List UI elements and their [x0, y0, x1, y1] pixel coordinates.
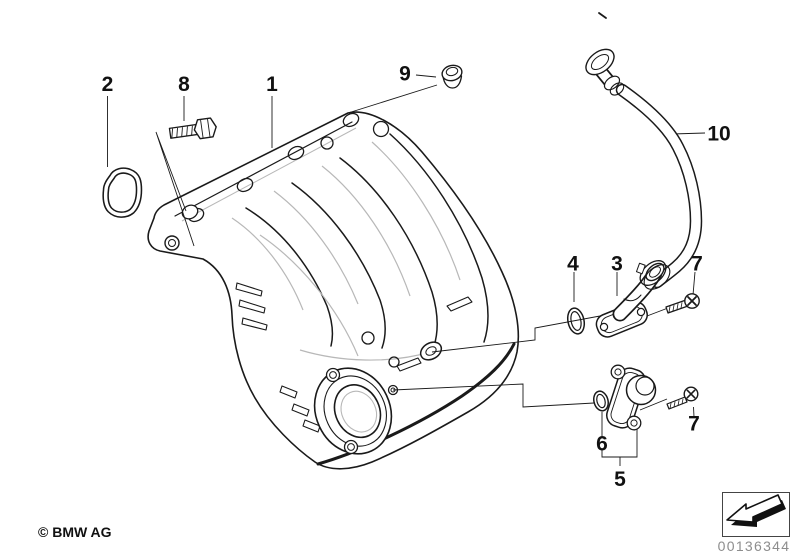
callout-hex-bolt[interactable]: 8: [178, 73, 190, 96]
hex-bolt-part: [168, 117, 217, 140]
callout-screw-lower[interactable]: 7: [688, 413, 700, 436]
callout-vent-hose[interactable]: 10: [707, 123, 730, 146]
callout-o-ring-upper[interactable]: 4: [567, 253, 579, 276]
callout-o-ring-lower[interactable]: 6: [596, 433, 608, 456]
mounting-bracket: [164, 204, 199, 251]
flange-band: [174, 121, 353, 217]
vent-valve-part: [606, 364, 657, 431]
hose-clamp: [635, 260, 671, 290]
screw-upper-part: [665, 293, 700, 314]
leader-lines: [107, 74, 706, 466]
connection-elbow-part: [595, 260, 671, 338]
manifold-outline: [147, 111, 520, 470]
vent-hose-part: [585, 48, 703, 289]
o-ring-upper-part: [566, 307, 586, 335]
callout-screw-upper[interactable]: 7: [691, 253, 703, 276]
o-ring-lower-part: [593, 390, 609, 412]
callout-vent-valve[interactable]: 5: [614, 468, 626, 491]
intake-manifold-drawing: [147, 111, 520, 470]
callout-profile-gasket[interactable]: 2: [102, 73, 114, 96]
cap-nut-part: [441, 64, 463, 89]
tick-mark: [598, 12, 607, 19]
nav-arrow-box: [722, 492, 790, 537]
flange-bolt-bosses: [187, 112, 400, 368]
screw-lower-part: [666, 386, 699, 410]
profile-gasket-part: [102, 167, 143, 218]
callout-connection-elbow[interactable]: 3: [611, 253, 623, 276]
callout-labels: 2 8 1 9 10 4 3 7 7 65: [102, 63, 731, 492]
hose-fitting: [585, 48, 625, 96]
image-number-text: 00136344: [718, 538, 791, 554]
direction-arrow-icon: [726, 494, 786, 527]
vent-port-boss: [419, 341, 443, 361]
copyright-text: © BMW AG: [38, 524, 112, 540]
callout-intake-manifold[interactable]: 1: [266, 73, 278, 96]
callout-cap-nut[interactable]: 9: [399, 63, 411, 86]
throttle-flange: [313, 367, 393, 455]
stiffening-ribs: [235, 282, 321, 433]
